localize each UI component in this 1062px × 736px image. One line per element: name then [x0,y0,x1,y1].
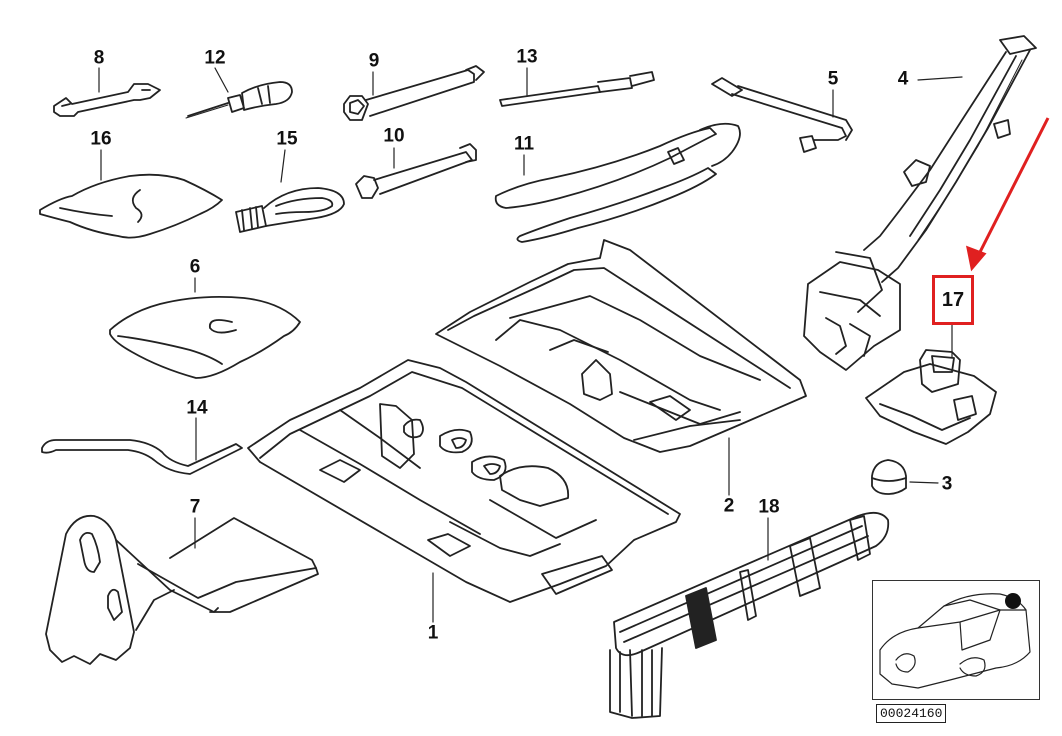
part-16-cloth [39,173,223,239]
label-part-13: 13 [516,46,538,68]
part-5-l-handle [711,77,853,153]
inset-car [879,593,1031,689]
part-2-tray [435,239,807,453]
part-18-board [609,511,890,719]
part-10-spanner [355,143,477,199]
label-part-3: 3 [941,473,953,495]
part-3-cap [871,459,907,495]
part-8-wrench [53,83,161,117]
diagram-code: 00024160 [876,704,947,723]
part-13-rod [499,71,655,107]
part-17-jack-holder [865,349,997,445]
part-1-tray [247,359,681,603]
label-part-14: 14 [186,397,208,419]
label-part-8: 8 [93,47,105,69]
label-part-6: 6 [189,256,201,278]
part-11-pliers [494,122,741,243]
label-part-12: 12 [204,47,226,69]
label-part-7: 7 [189,496,201,518]
label-part-17: 17 [941,288,965,311]
part-15-towing-eye [235,187,345,233]
label-part-17-highlighted: 17 [932,275,974,325]
part-7-chock [45,514,319,665]
label-part-2: 2 [723,495,735,517]
label-part-10: 10 [383,125,405,147]
label-part-11: 11 [513,133,535,155]
label-part-1: 1 [427,622,439,644]
label-part-18: 18 [758,496,780,518]
part-12-screwdriver [185,81,293,119]
highlight-arrow [965,117,1050,272]
part-14-hex-key [41,439,243,475]
part-9-spanner [343,65,485,121]
label-part-16: 16 [90,128,112,150]
label-part-9: 9 [368,50,380,72]
label-part-4: 4 [897,68,909,90]
label-part-5: 5 [827,68,839,90]
part-6-bag [109,295,301,379]
label-part-15: 15 [276,128,298,150]
part-4-jack [803,35,1037,371]
inset-location-marker [1005,593,1021,609]
inset-frame [872,580,1040,700]
